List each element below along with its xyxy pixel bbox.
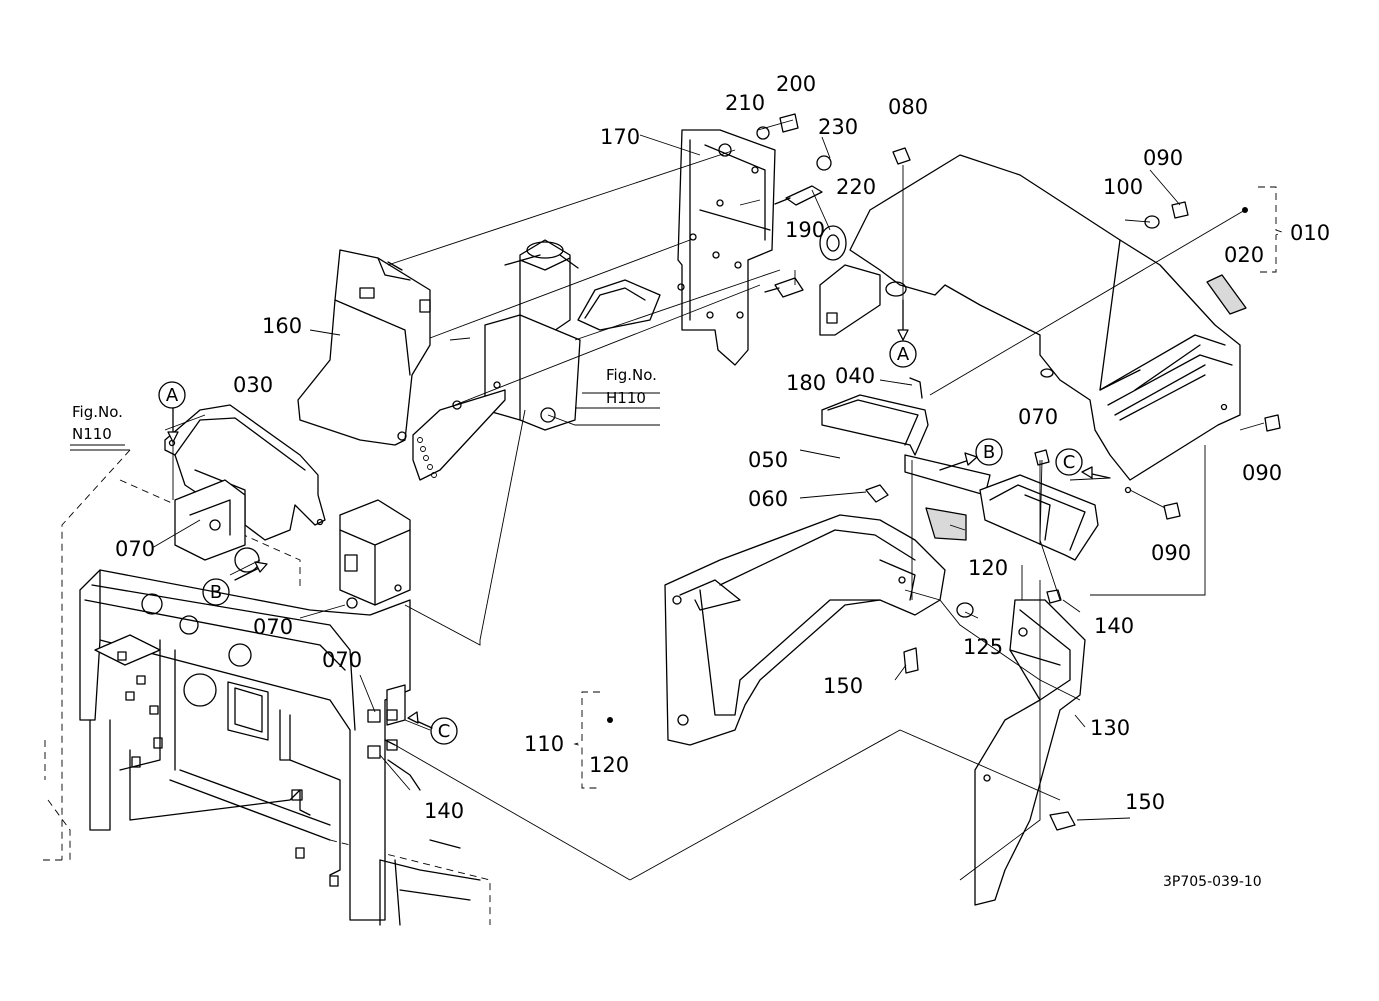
label-090-bottom: 090 <box>1151 541 1191 565</box>
ref-b-right: B <box>983 442 995 463</box>
fig-label-h110: Fig.No. <box>606 366 657 384</box>
label-070-bottom: 070 <box>322 648 362 672</box>
label-220: 220 <box>836 175 876 199</box>
column-bracket <box>174 479 411 609</box>
label-120: 120 <box>589 753 629 777</box>
part-060-nut <box>865 484 889 503</box>
fig-ref-n110: Fig.No. N110 <box>70 403 125 446</box>
label-090-top: 090 <box>1143 146 1183 170</box>
part-160-panel <box>297 249 431 446</box>
label-140-right: 140 <box>1094 614 1134 638</box>
ref-a-right: A <box>897 344 910 365</box>
ref-c-left: C <box>438 721 451 742</box>
label-150-mid: 150 <box>823 674 863 698</box>
label-090-right: 090 <box>1242 461 1282 485</box>
ref-c-right: C <box>1063 452 1076 473</box>
bracket-010-020 <box>1242 186 1284 273</box>
label-170: 170 <box>600 125 640 149</box>
screws-150 <box>903 647 1076 831</box>
part-170-bracket <box>677 129 776 366</box>
label-130: 130 <box>1090 716 1130 740</box>
part-120-pad <box>925 507 967 541</box>
fig-number-h110: H110 <box>606 389 646 407</box>
label-070-left: 070 <box>115 537 155 561</box>
label-200: 200 <box>776 72 816 96</box>
hardware-180-230 <box>756 113 847 298</box>
label-020: 020 <box>1224 243 1264 267</box>
part-030-cover <box>164 404 326 541</box>
steering-column <box>412 239 661 481</box>
bracket-110-120 <box>573 691 613 789</box>
label-190: 190 <box>785 218 825 242</box>
label-060: 060 <box>748 487 788 511</box>
part-070-bracket-right <box>979 449 1099 561</box>
label-110: 110 <box>524 732 564 756</box>
label-030: 030 <box>233 373 273 397</box>
label-040: 040 <box>835 364 875 388</box>
part-050-bracket <box>821 377 991 496</box>
label-120-pad: 120 <box>968 556 1008 580</box>
fig-number-n110: N110 <box>72 425 112 443</box>
ref-circles: A A B B C C <box>158 340 1083 745</box>
label-010: 010 <box>1290 221 1330 245</box>
part-010-hood <box>819 154 1241 494</box>
label-150-right: 150 <box>1125 790 1165 814</box>
drawing-code: 3P705-039-10 <box>1163 874 1262 890</box>
fig-label-n110: Fig.No. <box>72 403 123 421</box>
label-070-right: 070 <box>1018 405 1058 429</box>
label-070-mid: 070 <box>253 615 293 639</box>
frame-assembly <box>40 449 491 926</box>
label-230: 230 <box>818 115 858 139</box>
fig-ref-h110: Fig.No. H110 <box>575 366 660 409</box>
part-020-decal <box>1206 274 1247 315</box>
ref-a-left: A <box>166 385 179 406</box>
leader-lines <box>70 119 1265 881</box>
label-100: 100 <box>1103 175 1143 199</box>
label-125: 125 <box>963 635 1003 659</box>
label-210: 210 <box>725 91 765 115</box>
part-labels: 200 210 170 230 080 220 190 090 100 010 … <box>115 72 1330 823</box>
label-160: 160 <box>262 314 302 338</box>
label-050: 050 <box>748 448 788 472</box>
ref-b-left: B <box>210 582 222 603</box>
label-180: 180 <box>786 371 826 395</box>
screws-080-090-100 <box>892 147 1281 520</box>
part-110-side-panel <box>664 514 946 746</box>
label-080: 080 <box>888 95 928 119</box>
label-140-left: 140 <box>424 799 464 823</box>
